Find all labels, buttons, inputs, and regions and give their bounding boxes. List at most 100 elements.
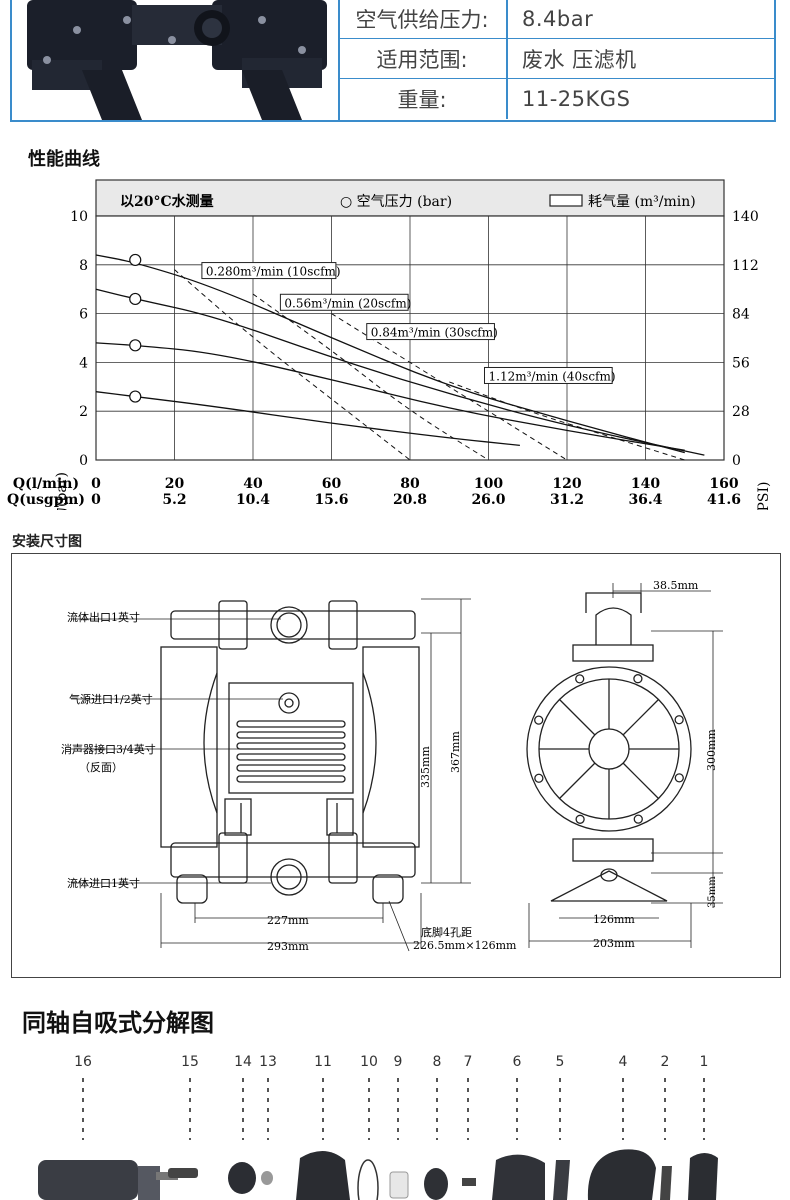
curve-label: 0.84m³/min (30scfm) [366,323,498,341]
y-tick-label: 6 [79,307,88,323]
dim-35: 35mm [707,876,718,908]
dim-293: 293mm [267,940,309,953]
pressure-curve [95,342,685,451]
wheel-spoke [622,699,659,736]
legend-water: 以20°C水测量 [120,193,214,210]
dim-203: 203mm [593,937,635,950]
y-tick-right-label: 112 [732,258,759,274]
air-curve [174,269,411,461]
muffler-fin [236,775,346,783]
pump-body-part [587,1149,656,1200]
y-tick-right-label: 28 [732,404,750,420]
legend-air-swatch [549,194,583,207]
label-foot: 底脚4孔距 [421,925,472,939]
y-tick-right-label: 84 [732,307,750,323]
install-drawing: 流体出口1英寸 气源进口1/2英寸 消声器接口3/4英寸 （反面） 流体进口1英… [11,553,781,978]
pressure-marker [129,390,142,403]
label-foot-dim: 226.5mm×126mm [413,939,517,952]
spec-value: 11-25KGS [522,87,631,111]
spec-label: 空气供给压力: [338,0,508,39]
y-tick-right-label: 0 [732,453,741,469]
x-tick-usgpm-label: 10.4 [236,492,270,508]
bolt-hole [575,674,585,684]
part-number: 8 [433,1054,442,1070]
part-number: 4 [619,1054,628,1070]
dim-385: 38.5mm [653,579,699,592]
spec-label: 适用范围: [338,39,508,79]
curve-label: 1.12m³/min (40scfm) [484,366,616,384]
bolt-hole [534,773,544,783]
x-tick-usgpm-label: 31.2 [550,492,584,508]
part-number: 7 [464,1054,473,1070]
curve-label-text: 0.56m³/min (20scfm) [284,296,411,310]
motor-part [38,1160,178,1200]
spec-row-application: 适用范围: 废水 压滤机 [338,38,774,79]
spec-label: 重量: [338,79,508,119]
x-tick-label: 0 [91,476,101,492]
spec-row-pressure: 空气供给压力: 8.4bar [338,0,774,39]
install-title: 安装尺寸图 [12,534,82,550]
part-number: 16 [74,1054,92,1070]
muffler-fin [236,742,346,750]
part-number: 5 [556,1054,565,1070]
x-tick-label: 140 [631,476,660,492]
part-number: 1 [700,1054,709,1070]
y-tick-label: 0 [79,453,88,469]
legend-pressure: ○ 空气压力 (bar) [340,194,452,210]
x-tick-usgpm-label: 20.8 [393,492,427,508]
seal-part [261,1171,273,1185]
label-outlet: 流体出口1英寸 [67,610,140,624]
bolt-hole [633,674,643,684]
key-part [462,1178,476,1186]
y-tick-right-label: 56 [732,355,750,371]
y-tick-label: 2 [79,404,88,420]
label-reverse: （反面） [79,761,123,774]
x-tick-label: 160 [709,476,738,492]
bolt-hole [674,773,684,783]
part-number: 13 [259,1054,277,1070]
curve-label: 0.56m³/min (20scfm) [279,293,411,311]
spec-value: 废水 压滤机 [522,48,637,72]
x-axis-label: Q(l/min) [13,476,79,492]
wheel-spoke [559,699,596,736]
bolt-hole [674,715,684,725]
air-curve [449,381,685,461]
x-tick-usgpm-label: 15.6 [314,492,348,508]
cover-part [296,1150,350,1200]
pressure-marker [129,292,142,306]
pressure-curve [95,288,705,456]
part-number: 6 [513,1054,522,1070]
spec-table: 空气供给压力: 8.4bar 适用范围: 废水 压滤机 重量: 11-25KGS [10,0,776,122]
muffler-fin [236,720,346,728]
air-curve [252,293,489,461]
wheel-spoke [559,762,596,799]
curve-label-text: 1.12m³/min (40scfm) [489,369,616,383]
x-tick-label: 20 [165,476,185,492]
part-number: 14 [234,1054,252,1070]
bolt-hole [575,814,585,824]
x-tick-usgpm-label: 26.0 [471,492,505,508]
part-number: 15 [181,1054,199,1070]
performance-chart: 以20°C水测量 ○ 空气压力 (bar) 耗气量 (m³/min) 00205… [7,179,772,510]
pressure-curve [95,254,685,454]
muffler-fin [236,753,346,761]
pressure-marker [129,253,142,267]
label-muffler: 消声器接口3/4英寸 [61,742,156,756]
curve-label: 0.280m³/min (10scfm) [201,262,341,280]
bushing-part [389,1171,409,1199]
housing-part [492,1154,545,1200]
dim-126: 126mm [593,913,635,926]
shaft-part [168,1168,198,1178]
part-number: 11 [314,1054,332,1070]
bolt-hole [534,715,544,725]
plate-part [660,1166,672,1200]
x-axis-label-2: Q(usgpm) [7,492,85,508]
x-tick-label: 100 [474,476,503,492]
part-number: 10 [360,1054,378,1070]
x-tick-label: 40 [243,476,263,492]
pressure-marker [129,339,142,352]
front-view [160,600,420,904]
impeller2-part [424,1168,448,1200]
performance-title: 性能曲线 [28,149,100,170]
